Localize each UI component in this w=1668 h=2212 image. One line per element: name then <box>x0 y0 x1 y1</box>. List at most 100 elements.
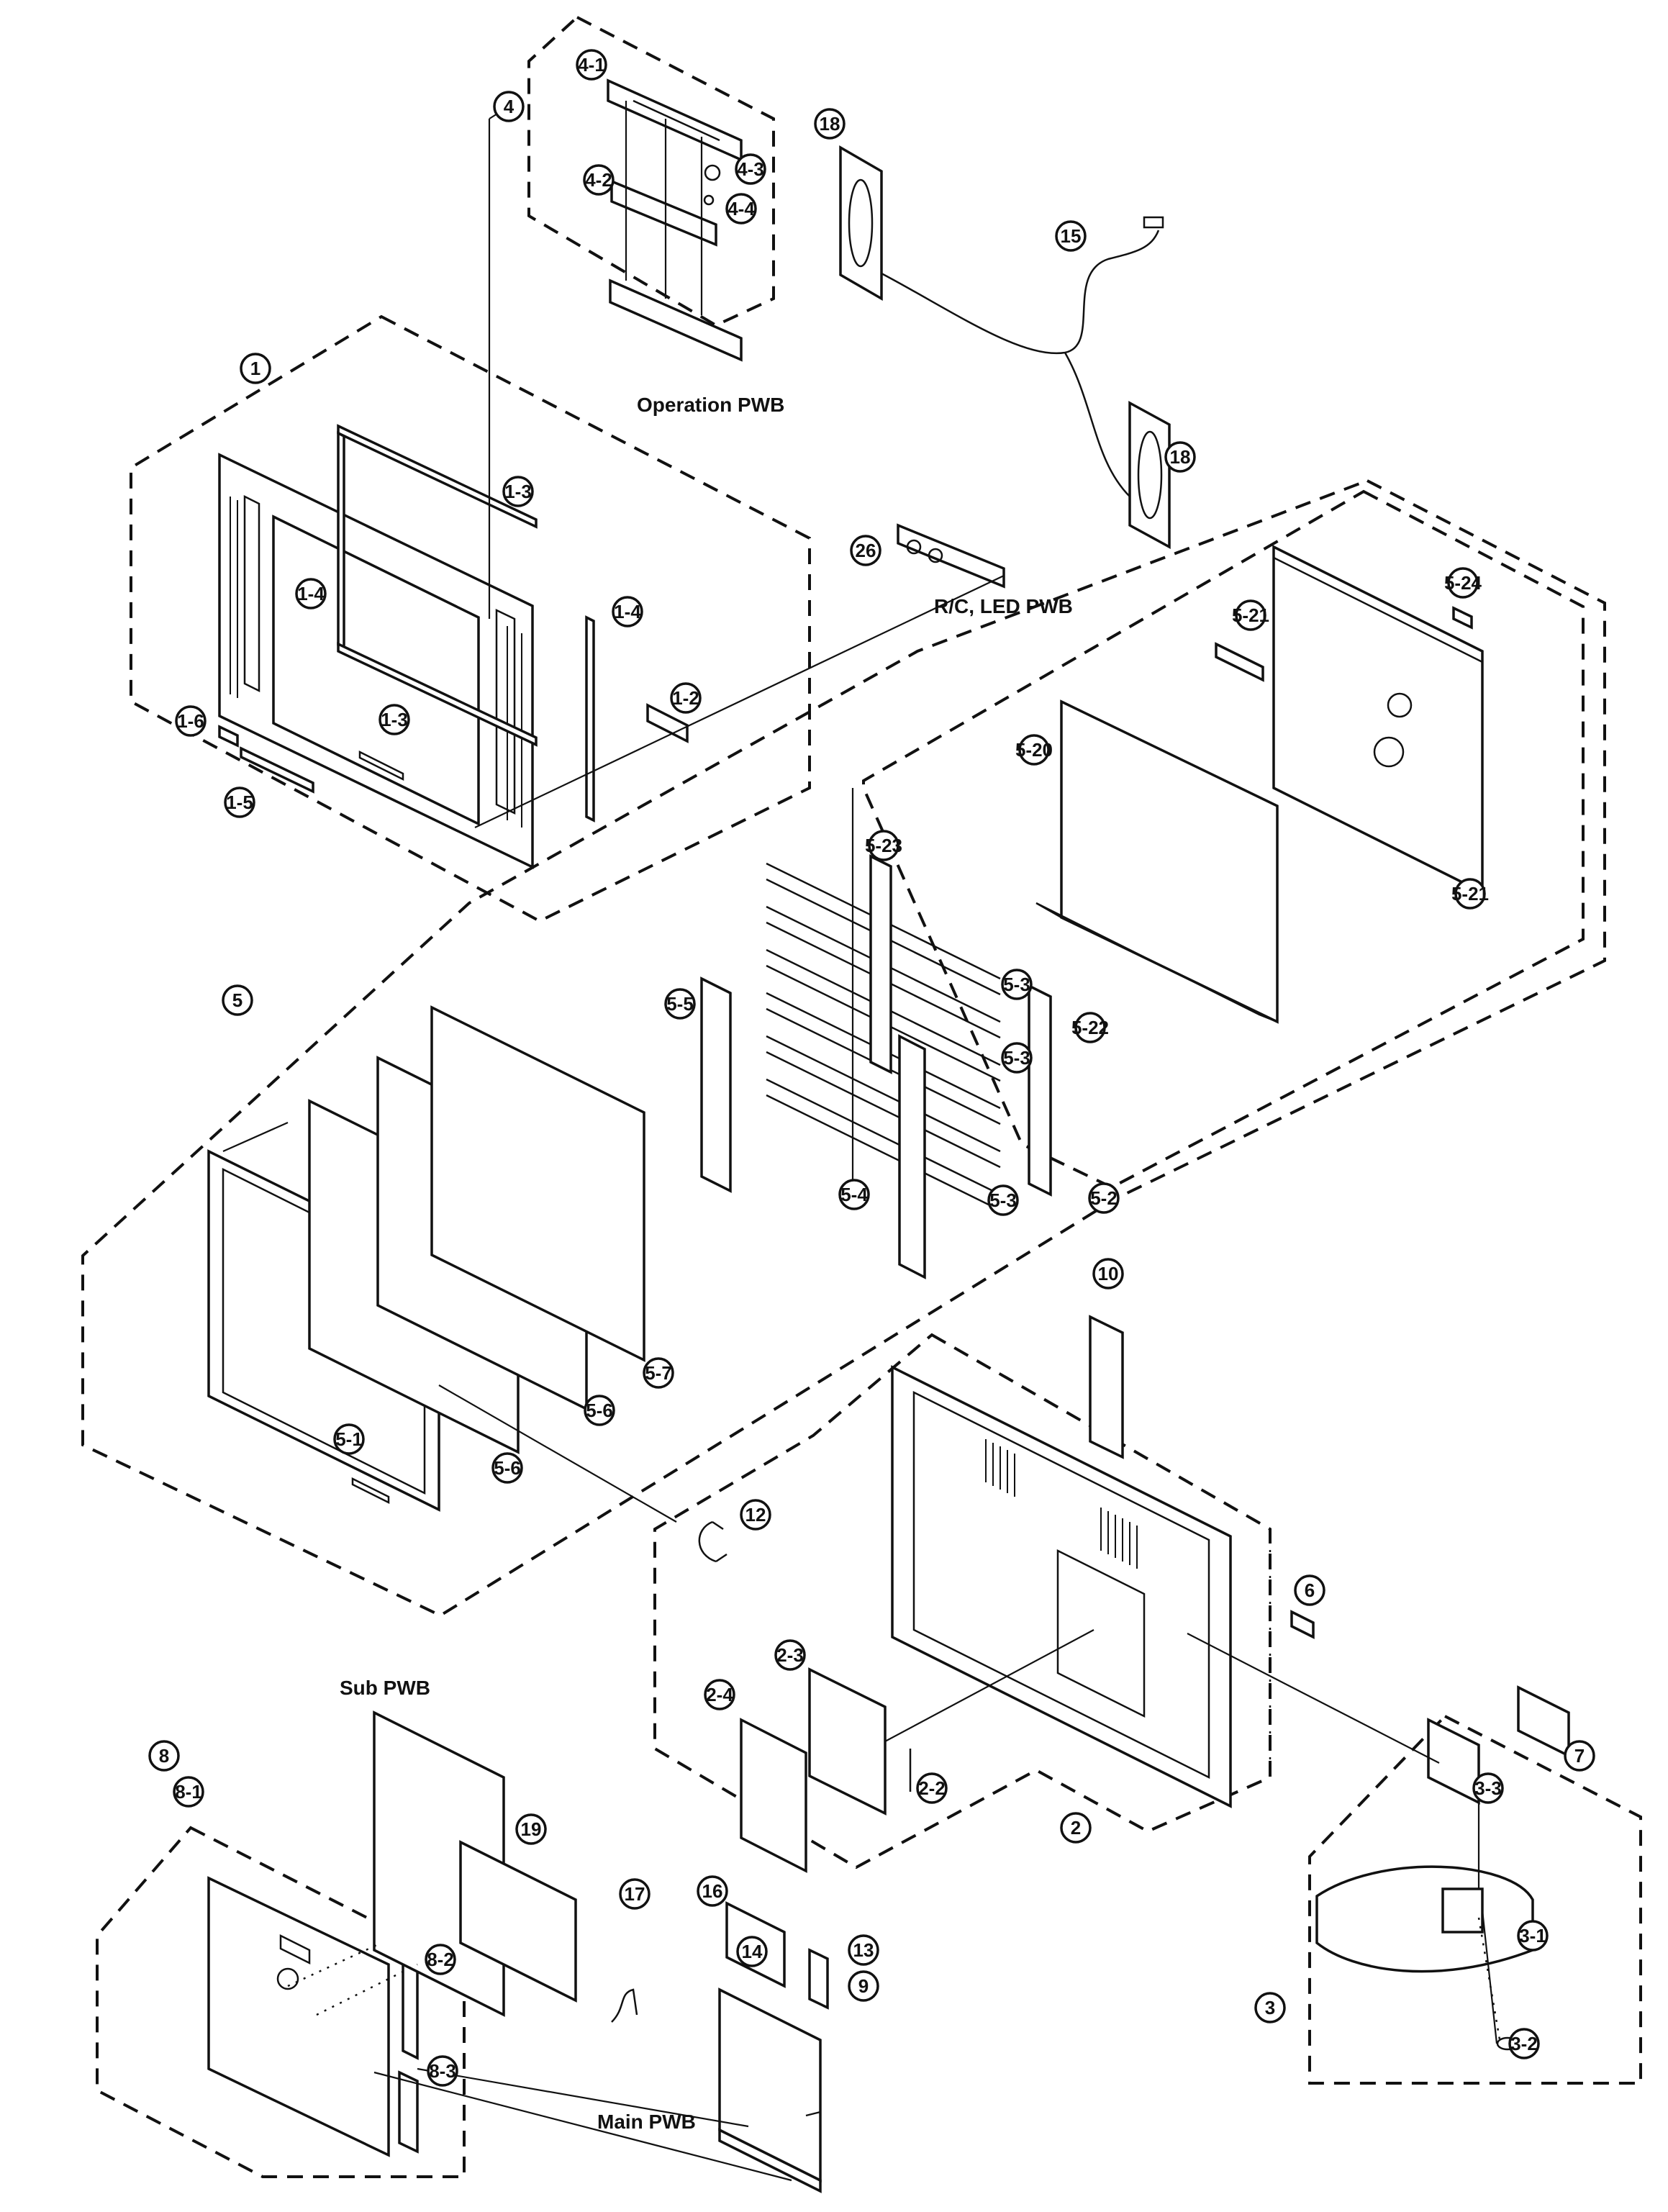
svg-text:14: 14 <box>742 1941 763 1962</box>
callout-bubbles: 4-1 4 4-3 4-2 4-4 18 15 18 1 1-3 1-4 1-4… <box>148 49 1595 2087</box>
callout-5-3-top: 5-3 <box>1001 969 1033 1000</box>
callout-5-20: 5-20 <box>1015 734 1053 766</box>
svg-text:19: 19 <box>521 1818 542 1840</box>
bracket-1-2 <box>646 703 689 743</box>
svg-text:1-5: 1-5 <box>226 792 253 813</box>
svg-text:5-6: 5-6 <box>586 1400 613 1421</box>
callout-5-1: 5-1 <box>333 1423 365 1455</box>
clamp-12 <box>698 1520 728 1563</box>
callout-4-4: 4-4 <box>725 193 757 225</box>
callout-5-6-lower: 5-6 <box>491 1452 523 1484</box>
svg-text:1-3: 1-3 <box>381 709 408 730</box>
svg-text:4-1: 4-1 <box>578 54 605 76</box>
svg-text:2-3: 2-3 <box>776 1644 804 1666</box>
callout-14: 14 <box>736 1936 768 1967</box>
operation-pwb-assembly <box>607 78 743 362</box>
callout-1-2: 1-2 <box>670 682 702 714</box>
callout-19: 19 <box>515 1813 547 1845</box>
callout-4: 4 <box>493 91 525 122</box>
svg-text:3: 3 <box>1265 1997 1275 2018</box>
svg-text:1-4: 1-4 <box>614 601 641 622</box>
callout-1: 1 <box>240 353 271 384</box>
callout-8-3: 8-3 <box>427 2055 458 2087</box>
callout-5-2: 5-2 <box>1088 1182 1120 1214</box>
svg-text:2-2: 2-2 <box>918 1777 946 1799</box>
callout-15: 15 <box>1055 220 1087 252</box>
svg-text:6: 6 <box>1305 1579 1315 1601</box>
lamp-holder-5-5 <box>700 976 732 1193</box>
callout-1-3-top: 1-3 <box>502 476 534 507</box>
svg-text:3-3: 3-3 <box>1474 1777 1502 1799</box>
callout-6: 6 <box>1294 1574 1325 1606</box>
callout-1-4-right: 1-4 <box>612 596 643 627</box>
svg-text:5-3: 5-3 <box>1003 1047 1030 1069</box>
svg-text:18: 18 <box>820 113 840 135</box>
svg-text:5-21: 5-21 <box>1232 604 1269 626</box>
group-5-outline <box>81 479 1606 1618</box>
svg-text:2: 2 <box>1071 1817 1081 1839</box>
callout-8-2: 8-2 <box>425 1944 456 1975</box>
callout-18-bottom: 18 <box>1164 441 1196 473</box>
svg-text:12: 12 <box>745 1504 766 1526</box>
callout-26: 26 <box>850 535 881 566</box>
svg-text:5-2: 5-2 <box>1090 1187 1118 1209</box>
svg-text:5-22: 5-22 <box>1071 1017 1109 1038</box>
reflector-sheet <box>430 1005 645 1362</box>
callout-16: 16 <box>697 1875 728 1907</box>
callout-5: 5 <box>222 984 253 1016</box>
svg-text:4-4: 4-4 <box>728 198 755 219</box>
bracket-2-3 <box>808 1667 887 1816</box>
svg-text:16: 16 <box>702 1880 723 1902</box>
main-pwb-label: Main PWB <box>597 2111 696 2133</box>
group-3-outline <box>1308 1714 1642 2085</box>
callout-9: 9 <box>848 1970 879 2002</box>
callout-3: 3 <box>1254 1992 1286 2023</box>
callout-5-21-bottom: 5-21 <box>1451 878 1489 910</box>
sub-pwb-tail <box>459 1840 577 2003</box>
backlight-cover-5-20 <box>1060 699 1279 1024</box>
bracket-8-3 <box>398 2070 419 2154</box>
svg-text:3-1: 3-1 <box>1519 1925 1546 1946</box>
svg-text:5-1: 5-1 <box>335 1428 363 1450</box>
rear-cabinet <box>891 1365 1232 1808</box>
panel-frame-right <box>585 615 595 822</box>
callout-1-5: 1-5 <box>224 787 255 818</box>
speaker-left <box>839 145 883 302</box>
svg-text:1: 1 <box>250 358 260 379</box>
callout-10: 10 <box>1092 1258 1124 1289</box>
clip-6 <box>1290 1610 1315 1639</box>
svg-text:8: 8 <box>159 1745 169 1767</box>
callout-13: 13 <box>848 1934 879 1966</box>
callout-7: 7 <box>1564 1740 1595 1772</box>
svg-text:4: 4 <box>504 96 515 117</box>
callout-5-24: 5-24 <box>1444 567 1482 599</box>
callout-3-2: 3-2 <box>1508 2028 1540 2059</box>
badge-1-5 <box>240 746 314 794</box>
svg-text:7: 7 <box>1574 1745 1585 1767</box>
group-5-inner-outline <box>862 489 1585 1189</box>
svg-text:5-4: 5-4 <box>840 1184 868 1205</box>
svg-text:5-3: 5-3 <box>1003 974 1030 995</box>
lamp-holder-5-22 <box>1028 984 1052 1197</box>
svg-text:5-23: 5-23 <box>865 835 902 856</box>
svg-text:5-24: 5-24 <box>1444 572 1482 594</box>
svg-text:5: 5 <box>232 989 243 1011</box>
callout-2-4: 2-4 <box>704 1679 735 1710</box>
group-1-outline <box>130 314 811 923</box>
callout-4-1: 4-1 <box>576 49 607 81</box>
svg-text:1-3: 1-3 <box>504 481 532 502</box>
svg-text:4-2: 4-2 <box>585 169 612 191</box>
callout-5-3-middle: 5-3 <box>1001 1042 1033 1074</box>
clip-1-6 <box>218 725 239 748</box>
panel-frame-bottom <box>337 642 538 747</box>
bracket-2-4 <box>740 1718 807 1873</box>
lamp-holder-5-4 <box>898 1034 926 1279</box>
svg-text:5-3: 5-3 <box>989 1189 1017 1211</box>
sub-pwb-label: Sub PWB <box>340 1677 430 1699</box>
callout-2-2: 2-2 <box>916 1772 948 1804</box>
svg-text:10: 10 <box>1098 1263 1119 1284</box>
panel-frame-left <box>337 431 345 650</box>
svg-text:26: 26 <box>856 540 876 561</box>
callout-8-1: 8-1 <box>173 1776 204 1808</box>
